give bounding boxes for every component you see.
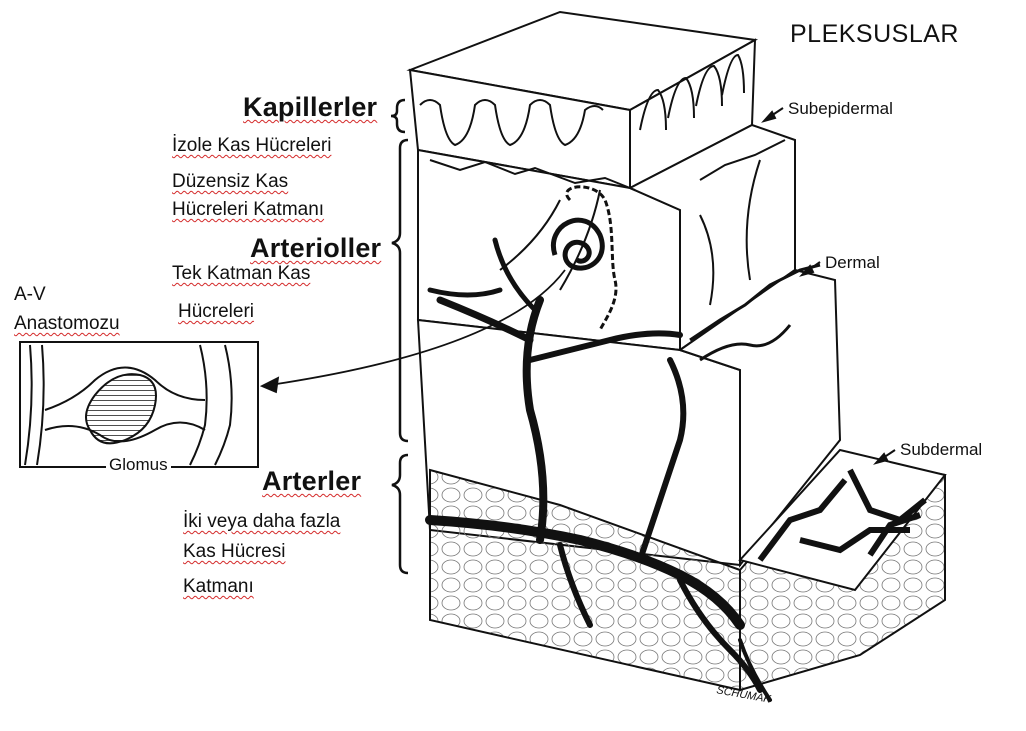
label-tek-katman-line2: Hücreleri <box>178 302 254 321</box>
label-duzensiz-kas-line1: Düzensiz Kas <box>172 172 288 191</box>
label-glomus: Glomus <box>106 456 171 473</box>
label-duzensiz-kas-line2: Hücreleri Katmanı <box>172 200 324 219</box>
label-iki-veya-line1: İki veya daha fazla <box>183 512 340 531</box>
label-iki-veya-line3: Katmanı <box>183 577 254 596</box>
label-tek-katman-line1: Tek Katman Kas <box>172 264 310 283</box>
label-arterioller: Arterioller <box>250 235 381 262</box>
glomus-inset <box>20 342 258 467</box>
label-dermal: Dermal <box>825 254 880 271</box>
label-izole-kas: İzole Kas Hücreleri <box>172 136 331 155</box>
label-iki-veya-line2: Kas Hücresi <box>183 542 285 561</box>
label-arterler: Arterler <box>262 468 361 495</box>
label-av-line2: Anastomozu <box>14 314 120 333</box>
label-av-line1: A-V <box>14 285 46 304</box>
diagram-title: PLEKSUSLAR <box>790 22 959 47</box>
bracket-lines <box>391 100 408 573</box>
label-subdermal: Subdermal <box>900 441 982 458</box>
label-kapillerler: Kapillerler <box>243 94 377 121</box>
label-subepidermal: Subepidermal <box>788 100 893 117</box>
